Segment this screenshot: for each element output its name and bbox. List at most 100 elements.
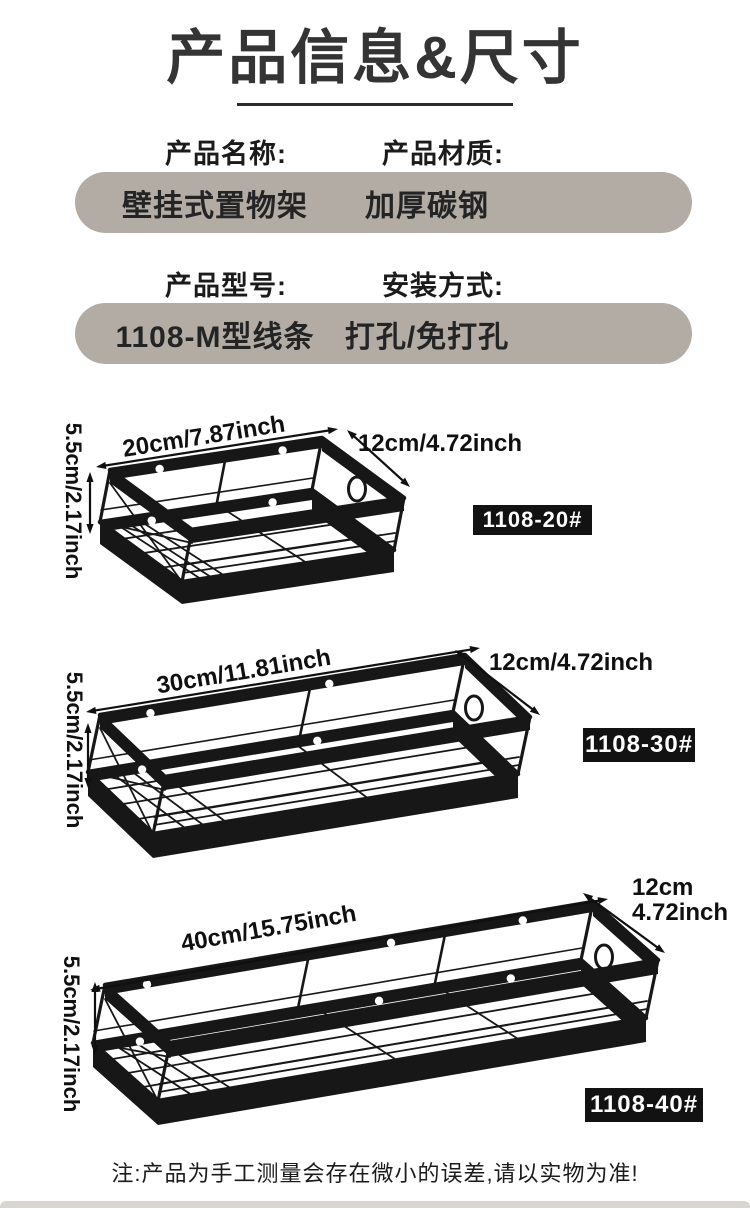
arrowhead [84,778,92,788]
spec-label-product-name: 产品名称: [165,139,287,169]
height-arrow [91,982,99,1055]
arrowhead [86,524,94,534]
upper-front-band [170,960,658,1057]
back-wall-wire [93,947,583,1032]
length-arrow [96,426,338,470]
lower-front-band [182,550,394,604]
hanging-ring [594,943,614,971]
page-title: 产品信息&尺寸 [166,25,584,91]
arrowhead [96,461,107,470]
spec-label-model: 产品型号: [165,271,287,301]
next-section-edge [0,1201,750,1208]
height-dimension-label: 5.5cm/2.17inch [61,423,86,580]
cross-wire [126,1036,213,1093]
mounting-hole [135,1037,145,1046]
lower-front-band [153,774,518,858]
lower-left-band [88,772,153,858]
arrowhead [347,430,357,440]
rack-drawing [97,435,407,604]
arrowhead [529,706,540,715]
title-underline [237,103,513,106]
depth-arrow [347,430,410,487]
spec-label-material: 产品材质: [382,139,504,169]
hanging-ring [464,694,484,722]
mounting-hole [268,498,277,507]
lower-back-bar [88,712,453,782]
depth-arrow [455,650,540,715]
rack-drawing [90,899,661,1125]
spec-value-install: 打孔/免打孔 [344,320,510,354]
cross-wire [215,503,308,565]
side-wall-wire [158,1008,648,1093]
arrowhead [91,982,99,992]
mounting-hole [374,996,384,1006]
spec-pill-row2: 1108-M型线条 打孔/免打孔 [75,303,692,364]
mounting-hole [137,765,147,774]
mounting-hole [147,516,156,525]
spec-value-model: 1108-M型线条 [115,320,315,354]
spec-value-material: 加厚碳钢 [365,189,489,223]
side-wall-wire [153,756,520,818]
floor-wire [125,989,616,1075]
mounting-hole [313,736,322,745]
upper-front-band [165,717,530,790]
mounting-hole [506,974,515,983]
mounting-hole [278,446,287,455]
cross-wire [106,1039,194,1097]
height-dimension-label: 5.5cm/2.17inch [59,956,84,1113]
mounting-hole [146,709,155,718]
cross-wire [120,517,213,579]
arrowhead [400,477,410,487]
model-badge: 1108-20# [473,505,592,535]
depth-dimension-label: 4.72inch [632,899,728,926]
cross-wire [133,515,226,577]
arrowhead [583,893,594,902]
spec-label-install: 安装方式: [382,271,504,301]
height-arrow [86,472,94,534]
cross-wire [123,765,206,827]
arrowhead [84,723,92,733]
hanging-ring [347,475,367,503]
depth-dimension-label: 12cm [632,874,693,901]
depth-dimension-label: 12cm/4.72inch [358,430,522,457]
upper-left-band [100,715,165,790]
model-badge: 1108-40# [585,1088,703,1122]
corner-post [86,713,102,774]
upper-right-band [593,902,658,974]
arrowhead [597,897,608,905]
corner-post [98,468,112,524]
lower-back-bar [93,960,581,1053]
spec-value-product-name: 壁挂式置物架 [122,189,308,223]
mounting-hole [325,679,334,688]
upper-front-band [192,498,404,543]
mounting-hole [142,980,152,989]
side-wall-wire [158,1000,648,1085]
model-badge: 1108-30# [583,728,695,762]
arrowhead [469,646,480,654]
mounting-hole [386,938,396,948]
arrowhead [654,944,665,953]
upper-left-band [110,470,192,543]
arrowhead [91,1045,99,1055]
arrowhead [86,472,94,482]
upper-right-band [322,438,404,511]
upper-back-bar [105,902,593,995]
back-wall-wire [88,699,455,761]
upper-back-bar [100,655,465,725]
cross-wire [287,738,370,800]
height-dimension-label: 5.5cm/2.17inch [62,672,87,829]
floor-wire [120,743,488,806]
arrowhead [327,426,338,435]
upper-left-band [105,985,170,1057]
disclaimer-note: 注:产品为手工测量会存在微小的误差,请以实物为准! [111,1161,639,1186]
mounting-hole [155,464,164,474]
back-wall-wire [100,477,314,511]
height-arrow [84,723,92,788]
cross-wire [105,768,187,830]
lower-left-band [93,1043,158,1125]
mounting-hole [518,916,527,925]
arrowhead [86,706,97,714]
